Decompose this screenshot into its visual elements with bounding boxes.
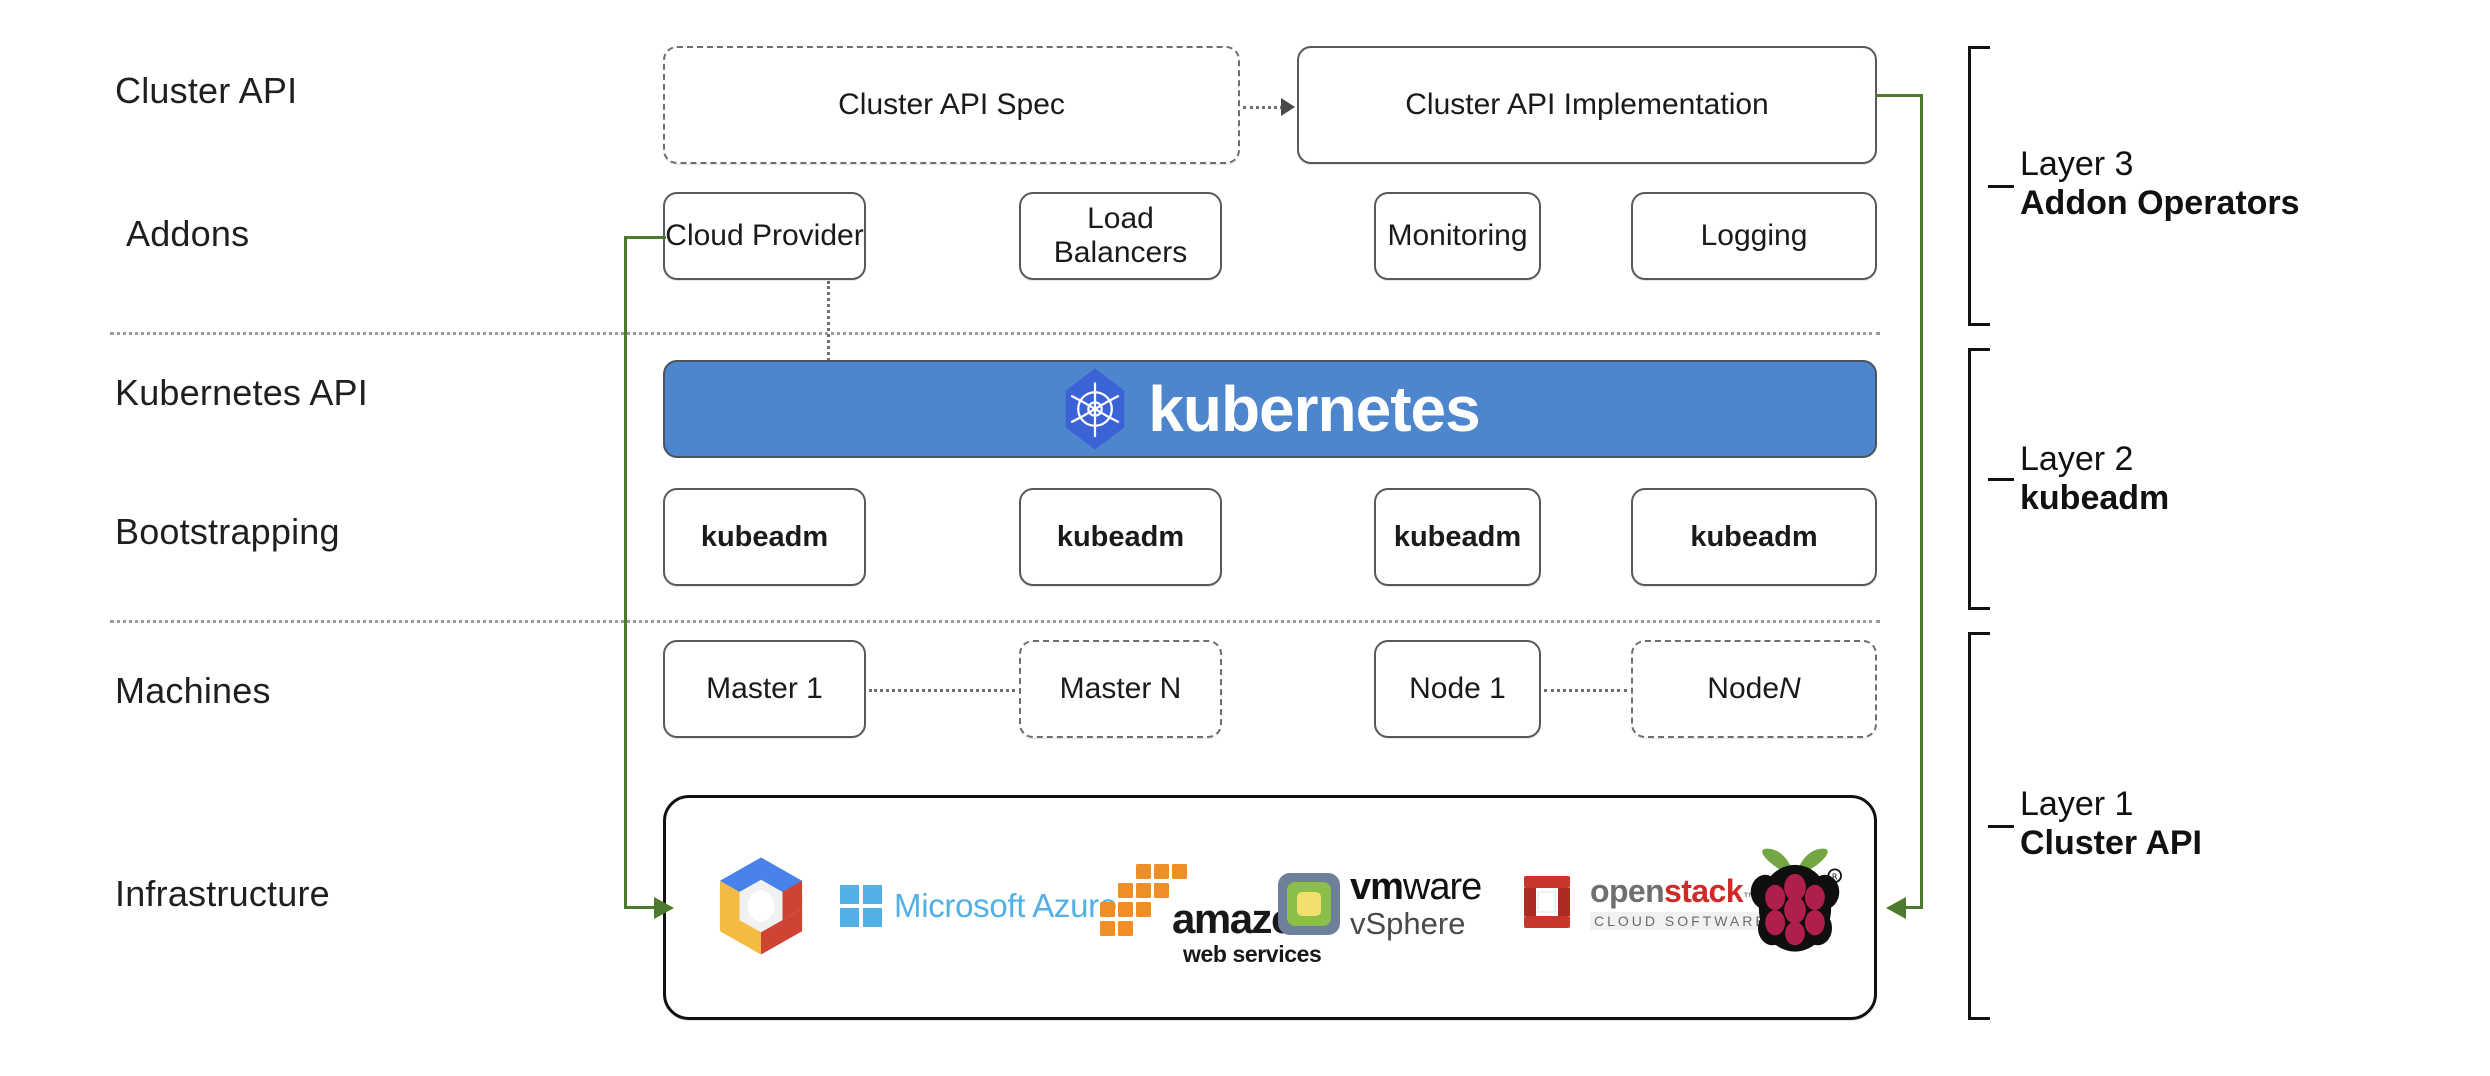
box-addon-cloud-provider[interactable]: Cloud Provider [663,192,866,280]
row-label-bootstrapping: Bootstrapping [115,511,340,552]
box-master-1[interactable]: Master 1 [663,640,866,738]
connector-spec-to-implementation [1243,106,1283,109]
layer-2-line-1: Layer 2 [2020,440,2134,478]
green-left-arrowhead-icon [654,897,674,919]
box-kubeadm-2[interactable]: kubeadm [1019,488,1222,586]
box-kubeadm-4[interactable]: kubeadm [1631,488,1877,586]
bracket-layer-2 [1960,348,2014,610]
green-left-top-segment [624,236,666,239]
layer-3-label: Layer 3 Addon Operators [2020,145,2300,224]
row-label-infrastructure: Infrastructure [115,873,330,914]
row-label-cluster-api: Cluster API [115,70,298,111]
green-right-bottom-segment [1906,906,1923,909]
vmware-tile-icon [1278,872,1340,935]
bracket-layer-1 [1960,632,2014,1020]
vsphere-subtext: vSphere [1350,906,1466,941]
connector-master1-to-masterN [869,689,1015,692]
green-left-bottom-segment [624,906,656,909]
row-label-kubernetes-api: Kubernetes API [115,372,368,413]
box-master-n[interactable]: Master N [1019,640,1222,738]
connector-node1-to-nodeN [1544,689,1627,692]
logo-openstack: openstack™ CLOUD SOFTWARE [1520,872,1772,932]
logo-raspberry-pi: R [1745,845,1845,957]
layer-3-line-1: Layer 3 [2020,145,2134,183]
box-addon-load-balancers[interactable]: Load Balancers [1019,192,1222,280]
green-right-vertical-segment [1920,94,1923,908]
box-cluster-api-implementation[interactable]: Cluster API Implementation [1297,46,1877,164]
kubernetes-helm-icon [1065,368,1125,450]
logo-microsoft-azure: Microsoft Azure [840,885,1117,927]
green-right-arrowhead-icon [1886,897,1906,919]
aws-subtext: web services [1182,941,1322,967]
separator-layer3-layer2 [110,332,1880,335]
box-node-n-emphasis: N [1779,672,1801,705]
green-right-top-segment [1875,94,1923,97]
green-left-vertical-segment [624,236,627,908]
kubernetes-wordmark: kubernetes [1148,373,1480,445]
separator-layer2-layer1 [110,620,1880,623]
layer-1-line-2: Cluster API [2020,824,2203,863]
raspberry-pi-icon: R [1750,848,1842,952]
box-node-n[interactable]: Node N [1631,640,1877,738]
connector-cloudprovider-to-kubernetes [827,281,830,361]
layer-2-line-2: kubeadm [2020,479,2170,518]
layer-1-line-1: Layer 1 [2020,785,2134,823]
connector-arrow-icon [1281,98,1295,116]
box-addon-monitoring[interactable]: Monitoring [1374,192,1541,280]
svg-text:R: R [1832,871,1838,881]
box-kubeadm-1[interactable]: kubeadm [663,488,866,586]
layer-1-label: Layer 1 Cluster API [2020,785,2202,864]
logo-vmware-vsphere: vmware vSphere [1278,866,1482,941]
azure-wordmark: Microsoft Azure [894,887,1117,924]
box-cluster-api-spec[interactable]: Cluster API Spec [663,46,1240,164]
box-infrastructure[interactable] [663,795,1877,1020]
box-kubeadm-3[interactable]: kubeadm [1374,488,1541,586]
openstack-mark-icon [1524,876,1570,928]
vmware-wordmark: vmware [1350,866,1482,908]
row-label-addons: Addons [126,213,250,254]
openstack-subtext: CLOUD SOFTWARE [1590,911,1772,930]
logo-google-cloud-platform [705,850,817,962]
aws-boxes-icon [1100,864,1187,936]
openstack-wordmark: openstack™ [1590,872,1757,909]
box-node-n-label: Node [1707,672,1780,705]
layer-2-label: Layer 2 kubeadm [2020,440,2169,519]
box-addon-logging[interactable]: Logging [1631,192,1877,280]
row-label-machines: Machines [115,670,271,711]
bracket-layer-3 [1960,46,2014,326]
microsoft-window-icon [840,885,882,927]
box-node-1[interactable]: Node 1 [1374,640,1541,738]
kubernetes-banner[interactable]: kubernetes [663,360,1877,458]
layer-3-line-2: Addon Operators [2020,184,2300,223]
